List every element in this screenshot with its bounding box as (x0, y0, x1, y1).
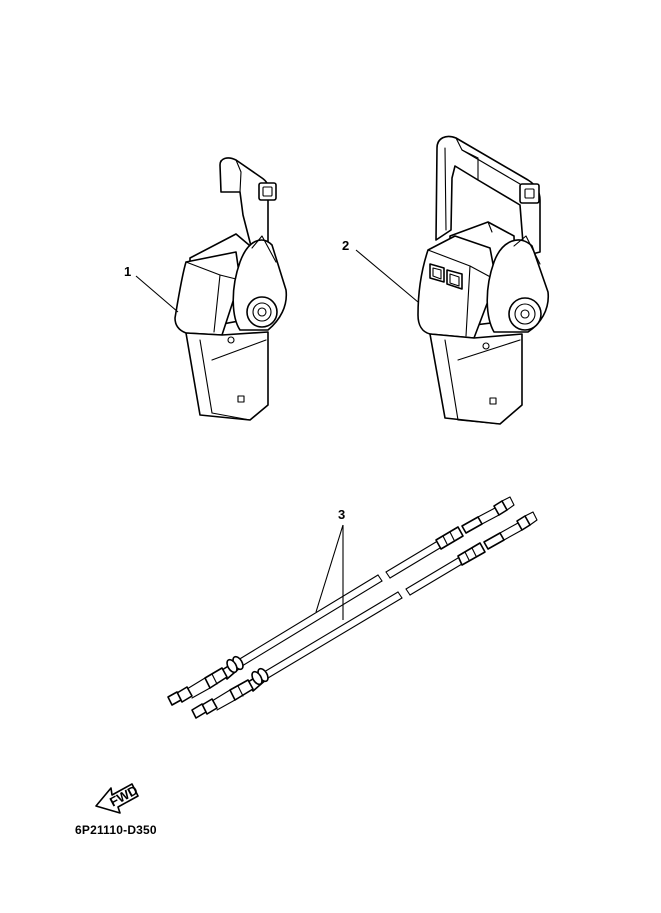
callout-2: 2 (342, 238, 349, 253)
callout-1: 1 (124, 264, 131, 279)
dual-lever-control-box[interactable] (417, 135, 550, 425)
fwd-label: FWD (107, 782, 140, 809)
control-cable-lower[interactable] (191, 511, 538, 719)
forward-arrow-icon: FWD (95, 782, 140, 814)
leader-line-3a (315, 524, 344, 613)
control-cable-upper[interactable] (167, 496, 515, 706)
callout-3: 3 (338, 507, 345, 522)
single-lever-control-box[interactable] (174, 157, 288, 421)
part-code: 6P21110-D350 (75, 823, 157, 837)
leader-line-2 (355, 249, 419, 303)
leader-line-1 (135, 275, 179, 313)
